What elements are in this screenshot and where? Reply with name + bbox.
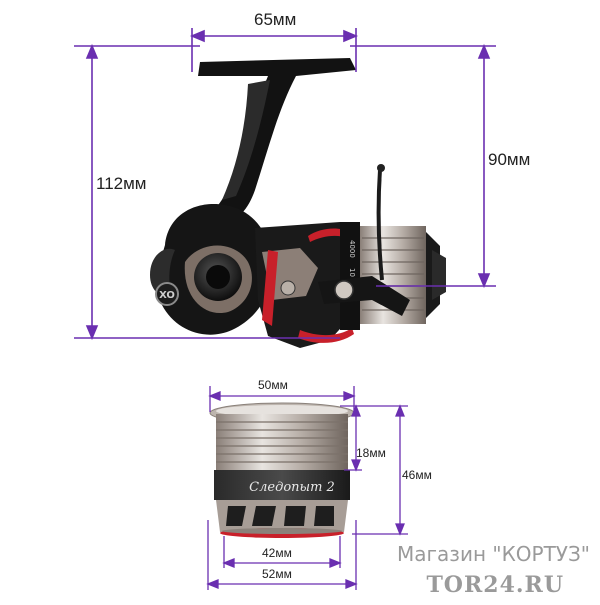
spool-bottom-width-label: 52мм bbox=[262, 567, 292, 581]
spool-brand-text: Следопыт 2 bbox=[249, 480, 335, 495]
reel-line-height-label: 90мм bbox=[488, 150, 531, 169]
spinning-reel: XO 4000 10 bbox=[150, 58, 446, 348]
spool-top-width-label: 50мм bbox=[258, 378, 288, 392]
spare-spool: Следопыт 2 bbox=[209, 402, 355, 538]
reel-series-mark: 10 bbox=[348, 268, 356, 277]
spool-upper-height-label: 18мм bbox=[356, 446, 386, 460]
site-watermark: TOR24.RU bbox=[426, 572, 564, 598]
spool-total-height-label: 46мм bbox=[402, 468, 432, 482]
svg-text:XO: XO bbox=[159, 290, 175, 301]
spool-dimensions bbox=[206, 386, 408, 590]
shop-watermark: Магазин "КОРТУЗ" bbox=[397, 542, 590, 566]
reel-width-label: 65мм bbox=[254, 10, 297, 29]
reel-height-label: 112мм bbox=[96, 174, 147, 193]
spool-inner-width-label: 42мм bbox=[262, 546, 292, 560]
reel-dimensions bbox=[74, 28, 496, 341]
reel-size-mark: 4000 bbox=[348, 240, 356, 258]
